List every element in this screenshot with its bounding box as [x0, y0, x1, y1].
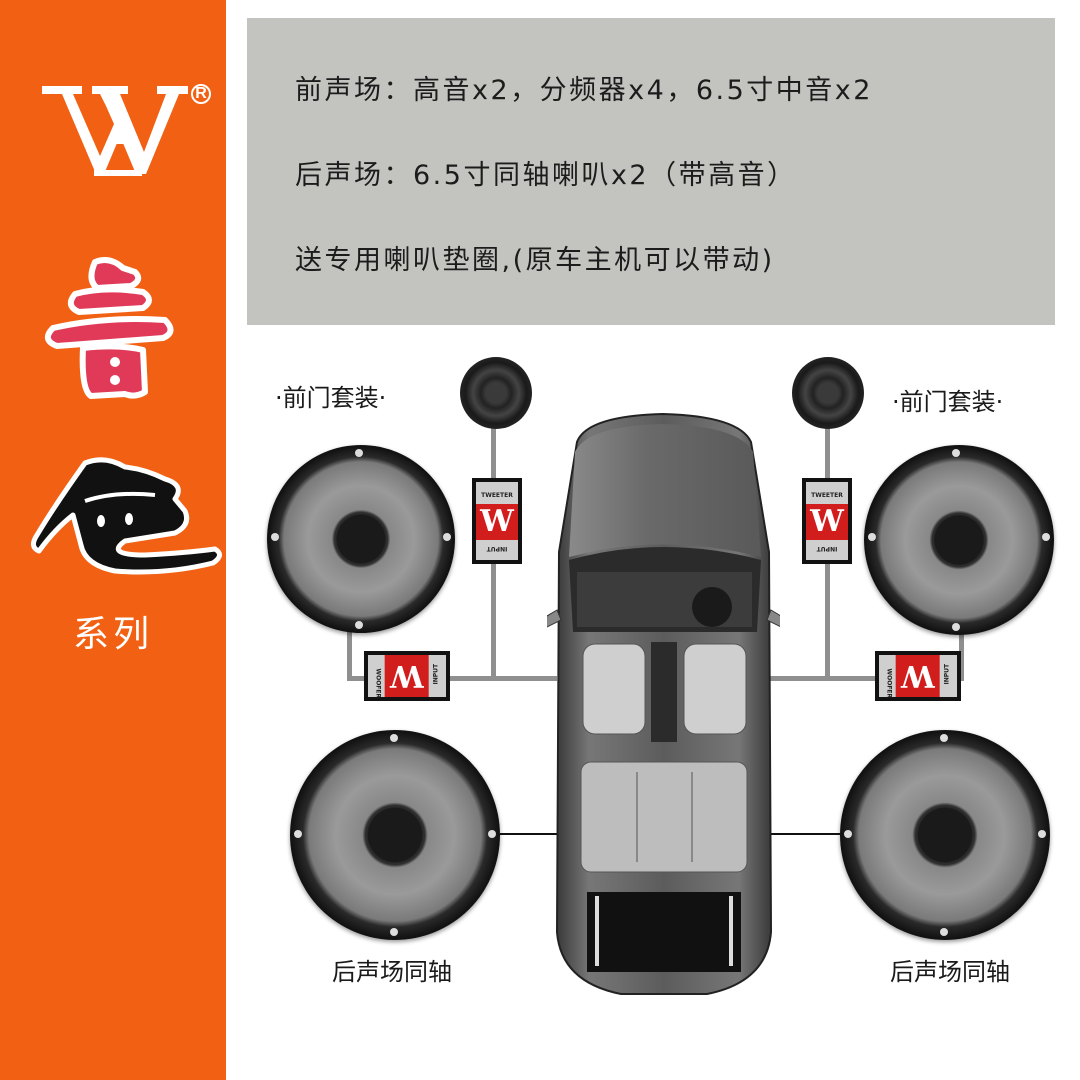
- spec-info-box: 前声场：高音x2，分频器x4，6.5寸中音x2 后声场：6.5寸同轴喇叭x2（带…: [247, 18, 1055, 325]
- crossover-tweeter-left: TWEETER W INPUT: [472, 478, 522, 564]
- wa-logo-icon: [42, 86, 188, 176]
- car-top-view-illustration: [547, 412, 780, 995]
- rear-left-coaxial-label: 后声场同轴: [332, 958, 452, 986]
- tweeter-right: [792, 357, 864, 429]
- wire-right-bus: [767, 676, 964, 681]
- wire-right-woofer: [959, 630, 964, 680]
- crossover-tweeter-right: TWEETER W INPUT: [802, 478, 852, 564]
- title-char-yin: [44, 257, 174, 399]
- tweeter-left: [460, 357, 532, 429]
- crossover-logo-icon: W: [806, 503, 848, 540]
- title-char-se: [31, 457, 222, 575]
- series-label: 系列: [72, 614, 153, 655]
- rear-left-coaxial-speaker: [290, 730, 500, 940]
- registered-mark: R: [191, 84, 211, 104]
- spec-rear-soundstage: 后声场：6.5寸同轴喇叭x2（带高音）: [295, 160, 797, 191]
- front-left-kit-label: ·前门套装·: [275, 384, 387, 412]
- speaker-layout-diagram: ·前门套装· ·前门套装· 后声场同轴 后声场同轴 TWEETER W INPU…: [247, 340, 1080, 1040]
- wire-rear-right: [767, 833, 842, 835]
- spec-gift-note: 送专用喇叭垫圈,(原车主机可以带动): [295, 245, 775, 276]
- front-left-midrange-speaker: [267, 445, 455, 633]
- spec-front-soundstage: 前声场：高音x2，分频器x4，6.5寸中音x2: [295, 75, 873, 106]
- rear-right-coaxial-label: 后声场同轴: [890, 958, 1010, 986]
- wire-left-bus: [347, 676, 557, 681]
- crossover-woofer-left: WOOFER W INPUT: [364, 651, 450, 701]
- front-right-midrange-speaker: [864, 445, 1054, 635]
- crossover-logo-icon: W: [476, 503, 518, 540]
- wire-rear-left: [500, 833, 560, 835]
- front-right-kit-label: ·前门套装·: [892, 388, 1004, 416]
- brand-strip: R 系列: [0, 0, 226, 1080]
- rear-right-coaxial-speaker: [840, 730, 1050, 940]
- crossover-logo-icon: W: [896, 655, 940, 697]
- wire-left-woofer: [347, 630, 352, 680]
- crossover-logo-icon: W: [385, 655, 429, 697]
- crossover-woofer-right: WOOFER W INPUT: [875, 651, 961, 701]
